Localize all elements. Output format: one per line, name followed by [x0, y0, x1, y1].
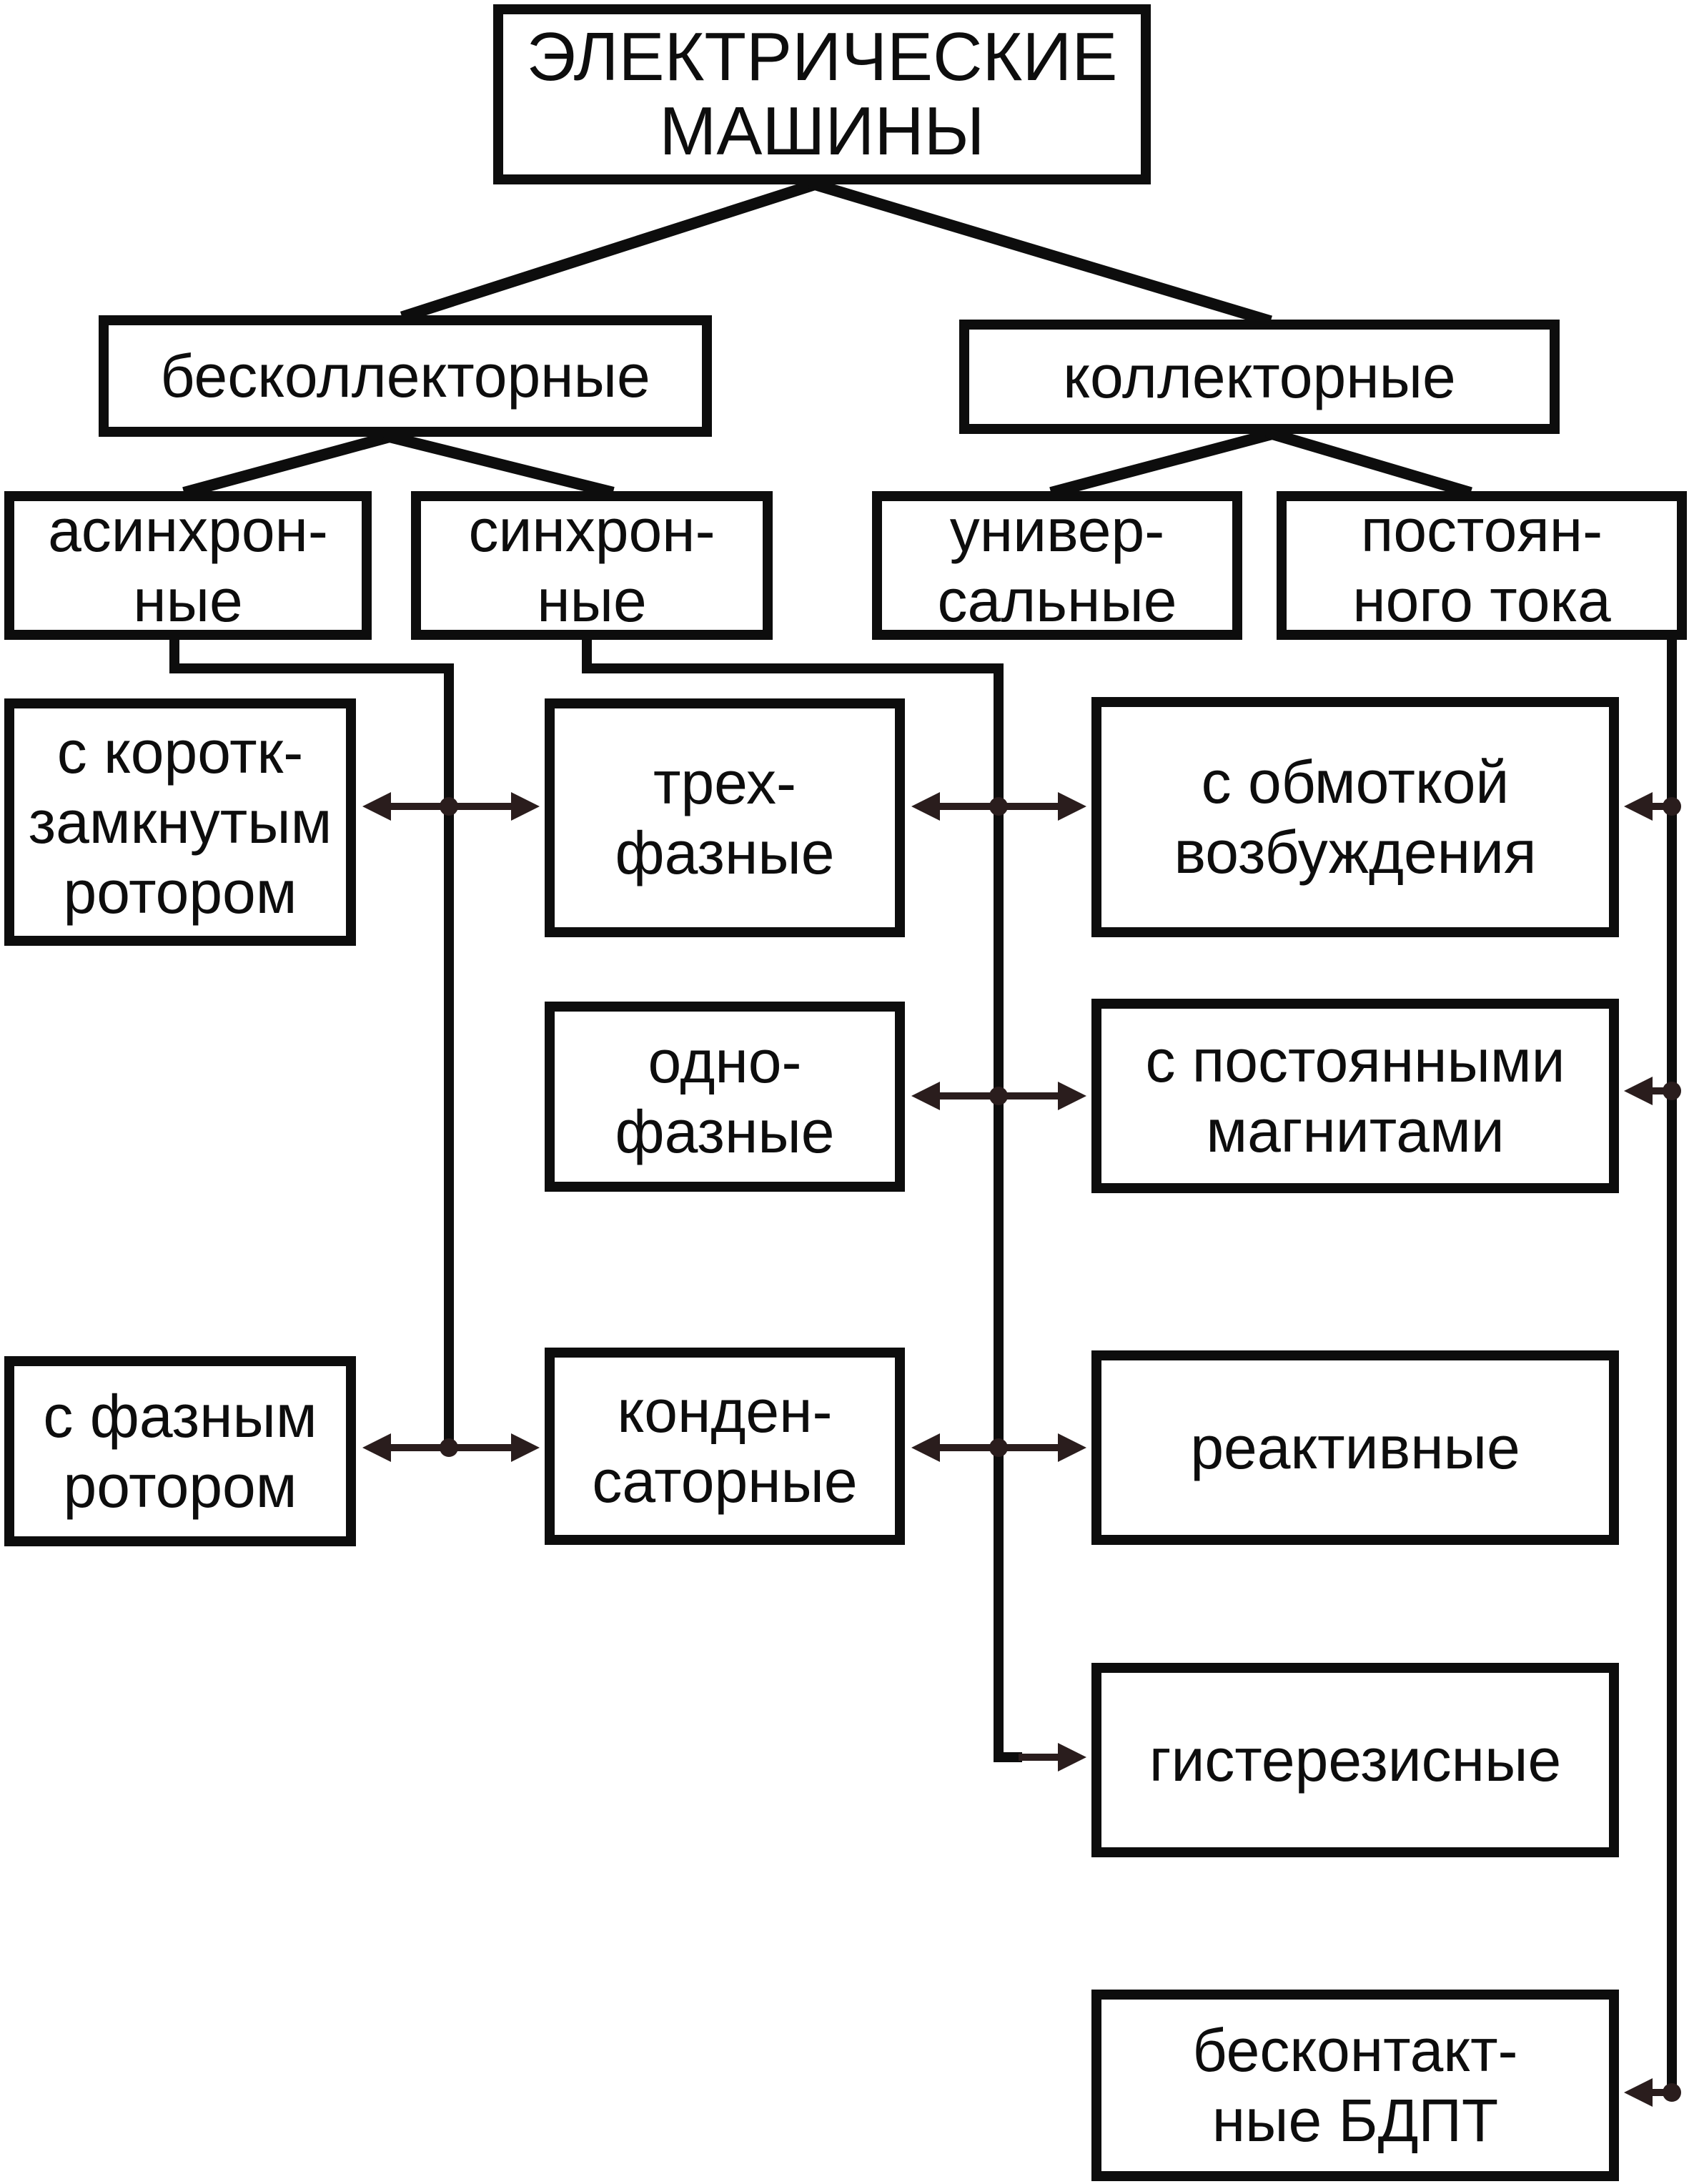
type-box-hysteresis: гистерезисные [1091, 1663, 1619, 1857]
type-box-field-winding: с обмоткой возбуждения [1091, 697, 1619, 937]
arrow-dc-row2-junction-dot [1663, 1082, 1681, 1100]
arrow-async-row3-head-right [511, 1433, 540, 1462]
rotor-label-squirrel-cage: с коротк- замкнутым ротором [28, 718, 332, 927]
arrow-sync-row3-head-left [911, 1433, 940, 1462]
arrow-async-row1-junction-dot [440, 797, 458, 816]
family-label-universal: универ- сальные [937, 496, 1177, 634]
arrow-dc-bldc-head [1624, 2078, 1653, 2107]
branch-root-to-brushless [400, 177, 823, 323]
branch-brushless-to-synchronous [382, 430, 615, 498]
arrow-hysteresis-head [1058, 1743, 1086, 1772]
arrow-async-row3-junction-dot [440, 1438, 458, 1457]
type-label-bldc: бесконтакт- ные БДПТ [1192, 2016, 1518, 2154]
family-box-synchronous: синхрон- ные [411, 491, 773, 640]
bus-asynchronous [169, 640, 454, 1448]
rotor-label-wound-rotor: с фазным ротором [43, 1382, 317, 1520]
branch-commutator-to-universal [1049, 427, 1279, 498]
branch-root-to-commutator [808, 177, 1272, 327]
group-box-commutator: коллекторные [959, 320, 1560, 434]
arrow-sync-row2-head-left [911, 1082, 940, 1110]
rotor-box-wound-rotor: с фазным ротором [4, 1356, 356, 1546]
phase-box-three-phase: трех- фазные [545, 698, 905, 937]
arrow-sync-row2-head-right [1058, 1082, 1086, 1110]
group-box-brushless: бесколлекторные [99, 315, 712, 437]
arrow-sync-row1-head-left [911, 792, 940, 821]
arrow-sync-row2-junction-dot [989, 1087, 1008, 1105]
arrow-sync-row1-head-right [1058, 792, 1086, 821]
arrow-async-row1-head-left [362, 792, 391, 821]
type-label-hysteresis: гистерезисные [1149, 1726, 1562, 1794]
arrow-dc-bldc-junction-dot [1663, 2083, 1681, 2102]
family-label-dc: постоян- ного тока [1352, 496, 1611, 634]
arrow-sync-row3-head-right [1058, 1433, 1086, 1462]
arrow-dc-row2-head [1624, 1077, 1653, 1105]
family-box-universal: универ- сальные [872, 491, 1242, 640]
phase-label-single-phase: одно- фазные [615, 1027, 835, 1165]
type-label-reluctance: реактивные [1190, 1413, 1520, 1481]
group-label-commutator: коллекторные [1063, 342, 1456, 410]
arrow-dc-row1-head [1624, 792, 1653, 821]
family-label-asynchronous: асинхрон- ные [48, 496, 328, 634]
arrow-async-row3-head-left [362, 1433, 391, 1462]
type-box-reluctance: реактивные [1091, 1350, 1619, 1545]
group-label-brushless: бесколлекторные [160, 342, 650, 410]
arrow-dc-row1-junction-dot [1663, 797, 1681, 816]
type-box-permanent-magnets: с постоянными магнитами [1091, 999, 1619, 1193]
root-label: ЭЛЕКТРИЧЕСКИЕ МАШИНЫ [526, 19, 1118, 169]
family-label-synchronous: синхрон- ные [468, 496, 715, 634]
family-box-dc: постоян- ного тока [1277, 491, 1687, 640]
type-label-field-winding: с обмоткой возбуждения [1174, 748, 1537, 886]
branch-commutator-to-dc [1265, 427, 1472, 498]
arrow-sync-row3-junction-dot [989, 1438, 1008, 1457]
bus-synchronous [582, 640, 1022, 1762]
phase-label-three-phase: трех- фазные [615, 748, 835, 886]
rotor-box-squirrel-cage: с коротк- замкнутым ротором [4, 698, 356, 946]
type-box-bldc: бесконтакт- ные БДПТ [1091, 1990, 1619, 2181]
phase-box-capacitor: конден- саторные [545, 1348, 905, 1545]
arrow-sync-row1-junction-dot [989, 797, 1008, 816]
type-label-permanent-magnets: с постоянными магнитами [1145, 1027, 1565, 1165]
root-box-electric-machines: ЭЛЕКТРИЧЕСКИЕ МАШИНЫ [493, 4, 1151, 184]
branch-brushless-to-asynchronous [182, 430, 397, 498]
phase-box-single-phase: одно- фазные [545, 1002, 905, 1192]
family-box-asynchronous: асинхрон- ные [4, 491, 372, 640]
phase-label-capacitor: конден- саторные [592, 1377, 858, 1515]
arrow-async-row1-head-right [511, 792, 540, 821]
